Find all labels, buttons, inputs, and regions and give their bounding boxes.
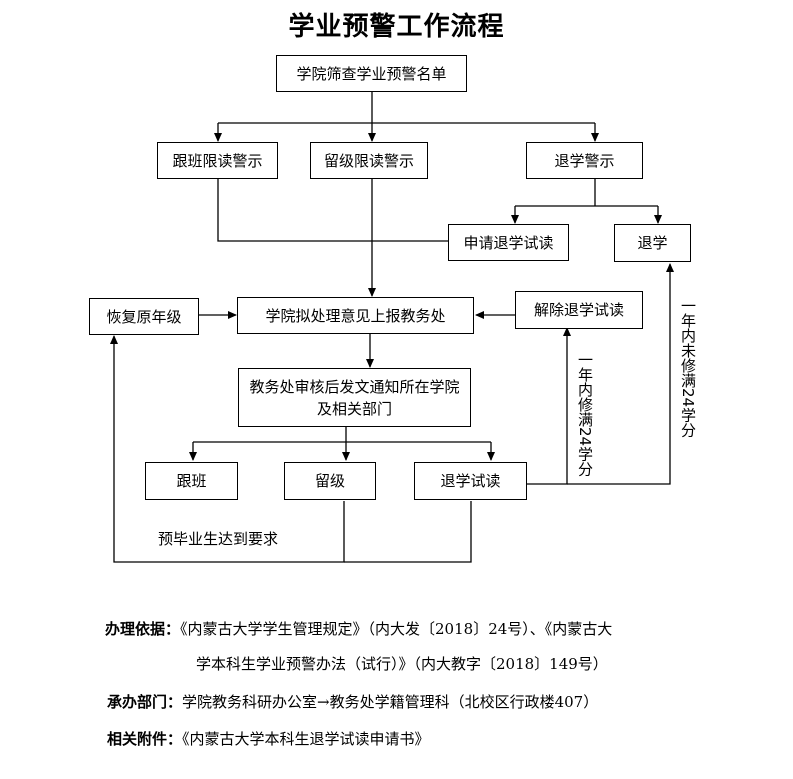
box-repeat-warning: 留级限读警示 (310, 142, 428, 179)
box-notice: 教务处审核后发文通知所在学院及相关部门 (238, 368, 471, 427)
box-result-repeat: 留级 (284, 462, 376, 500)
box-withdraw: 退学 (614, 224, 691, 262)
basis-line2: 学本科生学业预警办法（试行）》（内大教字〔2018〕149号） (196, 655, 608, 673)
basis-label: 办理依据： (105, 620, 181, 638)
box-follow-warning: 跟班限读警示 (157, 142, 278, 179)
box-college-opinion: 学院拟处理意见上报教务处 (237, 297, 474, 334)
basis-line1: 《内蒙古大学学生管理规定》（内大发〔2018〕24号）、《内蒙古大 (180, 620, 613, 638)
page-title: 学业预警工作流程 (288, 12, 505, 42)
label-not-within-year: 一年内未修满24学分 (679, 298, 697, 438)
attach-label: 相关附件： (107, 730, 183, 748)
box-apply-trial: 申请退学试读 (448, 224, 569, 261)
box-cancel-trial: 解除退学试读 (515, 291, 643, 329)
box-result-follow: 跟班 (145, 462, 238, 500)
footer-attach: 相关附件：《内蒙古大学本科生退学试读申请书》 (107, 728, 430, 749)
attach-text: 《内蒙古大学本科生退学试读申请书》 (182, 730, 430, 748)
box-withdraw-warning: 退学警示 (526, 142, 643, 179)
dept-label: 承办部门： (107, 693, 183, 711)
footer-basis: 办理依据：《内蒙古大学学生管理规定》（内大发〔2018〕24号）、《内蒙古大 (105, 618, 612, 639)
dept-text: 学院教务科研办公室→教务处学籍管理科（北校区行政楼407） (182, 693, 599, 711)
box-screen: 学院筛查学业预警名单 (276, 55, 467, 92)
footer-dept: 承办部门：学院教务科研办公室→教务处学籍管理科（北校区行政楼407） (107, 691, 598, 712)
box-result-trial: 退学试读 (414, 462, 527, 500)
box-restore: 恢复原年级 (89, 298, 199, 335)
flow-connectors (110, 92, 674, 563)
label-expected-grad: 预毕业生达到要求 (158, 530, 279, 548)
label-within-year: 一年内修满24学分 (576, 352, 594, 477)
